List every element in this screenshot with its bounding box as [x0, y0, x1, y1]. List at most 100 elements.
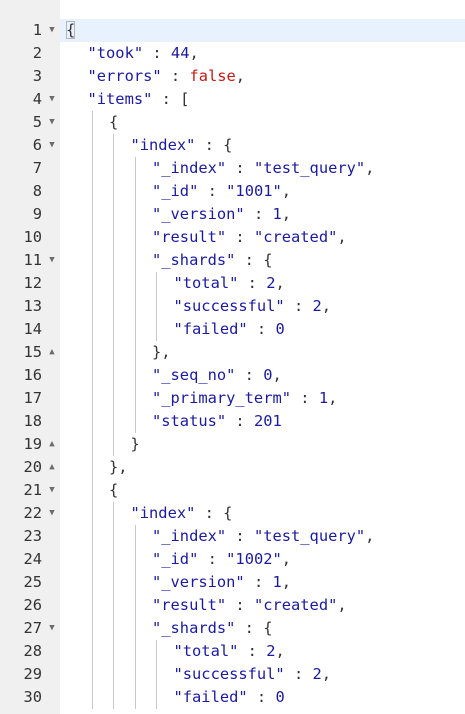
code-text: "successful" : 2,	[174, 663, 332, 686]
fold-collapse-icon[interactable]: ▼	[49, 117, 55, 127]
json-punctuation: ,	[337, 596, 347, 614]
fold-collapse-icon[interactable]: ▼	[49, 485, 55, 495]
json-number-value: 2	[266, 274, 276, 292]
code-line[interactable]: 20▲},	[0, 456, 465, 479]
json-number-value: 44	[170, 44, 190, 62]
json-key: "errors"	[87, 67, 162, 85]
json-number-value: 1	[318, 389, 329, 407]
code-line[interactable]: 23"_index" : "test_query",	[0, 525, 465, 548]
code-line[interactable]: 8"_id" : "1001",	[0, 180, 465, 203]
json-punctuation: ,	[281, 205, 292, 223]
fold-expand-icon[interactable]: ▲	[49, 439, 55, 449]
json-punctuation: }	[130, 435, 140, 453]
fold-collapse-icon[interactable]: ▼	[49, 623, 55, 633]
code-text: "result" : "created",	[152, 594, 347, 617]
code-line[interactable]: 30"failed" : 0	[0, 686, 465, 709]
code-line[interactable]: 15▲},	[0, 341, 465, 364]
code-line[interactable]: 18"status" : 201	[0, 410, 465, 433]
line-number: 16	[23, 366, 42, 384]
code-line[interactable]: 12"total" : 2,	[0, 272, 465, 295]
fold-collapse-icon[interactable]: ▼	[49, 508, 55, 518]
code-line[interactable]: 11▼"_shards" : {	[0, 249, 465, 272]
indent-guide	[113, 134, 114, 456]
fold-collapse-icon[interactable]: ▼	[49, 255, 55, 265]
code-line[interactable]: 28"total" : 2,	[0, 640, 465, 663]
json-punctuation: :	[244, 573, 273, 591]
code-text: "_primary_term" : 1,	[152, 387, 337, 410]
code-line[interactable]: 10 "result" : "created",	[0, 226, 465, 249]
code-line[interactable]: 9"_version" : 1,	[0, 203, 465, 226]
json-string-value: "test_query"	[253, 527, 366, 545]
code-text: "_version" : 1,	[152, 203, 291, 226]
json-punctuation: :	[226, 159, 254, 177]
json-punctuation: :	[247, 688, 276, 706]
json-key: "_index"	[152, 159, 227, 177]
code-line[interactable]: 14 "failed" : 0	[0, 318, 465, 341]
code-text: "_shards" : {	[152, 617, 272, 640]
json-number-value: 0	[263, 366, 273, 384]
code-text: "failed" : 0	[174, 318, 285, 341]
code-line[interactable]: 4▼"items" : [	[0, 88, 465, 111]
json-key: "_index"	[152, 527, 227, 545]
code-text: "index" : {	[131, 502, 233, 525]
json-punctuation: : {	[235, 619, 273, 637]
json-punctuation: ,	[365, 159, 375, 177]
code-line[interactable]: 13"successful" : 2,	[0, 295, 465, 318]
json-key: "_primary_term"	[152, 389, 291, 407]
json-punctuation: ,	[275, 642, 285, 660]
code-line[interactable]: 17 "_primary_term" : 1,	[0, 387, 465, 410]
code-text: "_id" : "1002",	[152, 548, 291, 571]
line-number: 17	[23, 389, 42, 407]
line-number: 20	[23, 458, 42, 476]
line-number: 10	[23, 228, 42, 246]
json-punctuation: :	[226, 412, 254, 430]
json-punctuation: ,	[337, 228, 347, 246]
code-line[interactable]: 29 "successful" : 2,	[0, 663, 465, 686]
code-text: "_shards" : {	[152, 249, 272, 272]
json-punctuation: {	[109, 481, 119, 499]
code-line[interactable]: 26 "result" : "created",	[0, 594, 465, 617]
line-number: 22	[23, 504, 42, 522]
fold-expand-icon[interactable]: ▲	[49, 462, 55, 472]
json-number-value: 0	[275, 320, 285, 338]
code-line[interactable]: 24"_id" : "1002",	[0, 548, 465, 571]
line-number: 29	[23, 665, 42, 683]
fold-expand-icon[interactable]: ▲	[49, 347, 55, 357]
json-punctuation: :	[284, 665, 313, 683]
line-number: 14	[23, 320, 42, 338]
json-punctuation: :	[284, 297, 313, 315]
fold-collapse-icon[interactable]: ▼	[49, 140, 55, 150]
code-text: "failed" : 0	[174, 686, 285, 709]
code-text: }	[131, 433, 140, 456]
json-string-value: "1002"	[226, 550, 282, 568]
code-line[interactable]: 7"_index" : "test_query",	[0, 157, 465, 180]
code-line[interactable]: 27▼"_shards" : {	[0, 617, 465, 640]
code-line[interactable]: 21▼{	[0, 479, 465, 502]
line-number: 26	[23, 596, 42, 614]
indent-guide	[91, 111, 93, 709]
code-line[interactable]: 22 ▼ "index" : {	[0, 502, 465, 525]
json-number-value: 1	[272, 205, 282, 223]
json-string-value: "1001"	[226, 182, 282, 200]
fold-collapse-icon[interactable]: ▼	[49, 94, 55, 104]
code-line[interactable]: 3"errors" : false,	[0, 65, 465, 88]
code-line[interactable]: 2"took" : 44,	[0, 42, 465, 65]
json-key: "items"	[87, 90, 153, 108]
json-punctuation: ,	[235, 67, 246, 85]
indent-guide	[156, 640, 157, 709]
code-text: "result" : "created",	[152, 226, 347, 249]
line-number: 18	[23, 412, 42, 430]
code-line[interactable]: 25"_version" : 1,	[0, 571, 465, 594]
code-text: "_index" : "test_query",	[152, 157, 374, 180]
json-punctuation: :	[235, 366, 264, 384]
line-number: 13	[23, 297, 42, 315]
code-line[interactable]: 16"_seq_no" : 0,	[0, 364, 465, 387]
indent-guide	[134, 525, 136, 709]
fold-collapse-icon[interactable]: ▼	[49, 25, 55, 35]
json-punctuation: :	[226, 527, 254, 545]
code-line[interactable]: 19▲}	[0, 433, 465, 456]
code-line[interactable]: 6▼"index" : {	[0, 134, 465, 157]
code-line[interactable]: 1▼{	[0, 19, 465, 42]
code-line[interactable]: 5▼{	[0, 111, 465, 134]
